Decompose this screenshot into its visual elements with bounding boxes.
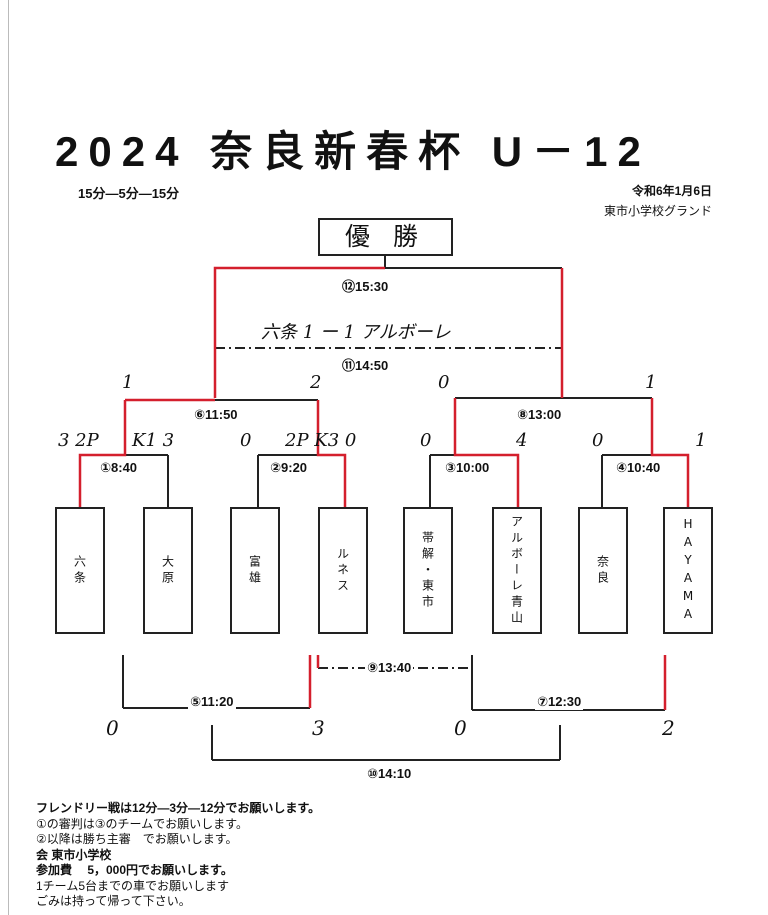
match-3-label: ③10:00 <box>443 460 492 476</box>
score-m10-mid: 3 <box>312 716 325 740</box>
match-1-label: ①8:40 <box>98 460 140 476</box>
match-10-label: ⑩14:10 <box>365 766 414 782</box>
score-m4-left: 0 <box>592 430 604 451</box>
team-name: HAYAMA <box>681 516 695 625</box>
match-5-label: ⑤11:20 <box>188 694 236 710</box>
final-score-handwritten: 六条 1 ー 1 アルボーレ <box>258 318 454 344</box>
score-m8-right: 1 <box>645 372 657 393</box>
score-m1-right: K1 3 <box>132 430 175 451</box>
team-name: 奈良 <box>595 554 610 587</box>
team-name: 大原 <box>160 554 175 587</box>
page-margin-line <box>8 0 9 915</box>
champion-box: 優 勝 <box>318 218 453 256</box>
score-m2-right: 2P K3 0 <box>285 430 357 451</box>
note-line: ごみは持って帰って下さい。 <box>36 894 191 908</box>
team-box-3: 富雄 <box>230 507 280 634</box>
match-9-label: ⑨13:40 <box>365 660 414 676</box>
event-date: 令和6年1月6日 <box>631 184 712 198</box>
team-box-7: 奈良 <box>578 507 628 634</box>
score-m10-right: 2 <box>662 716 675 740</box>
note-line: 会 東市小学校 <box>36 847 112 862</box>
score-m3-left: 0 <box>420 430 432 451</box>
score-m10-left: 0 <box>106 716 119 740</box>
match-format: 15分―5分―15分 <box>78 186 180 201</box>
notes-section: フレンドリー戦は12分―3分―12分でお願いします。 ①の審判は③のチームでお願… <box>36 801 320 910</box>
team-box-2: 大原 <box>143 507 193 634</box>
team-box-5: 帯解・東市 <box>403 507 453 634</box>
match-7-label: ⑦12:30 <box>535 694 584 710</box>
team-name: ルネス <box>335 546 350 595</box>
match-11-label: ⑪14:50 <box>340 355 391 374</box>
score-m8-left: 0 <box>438 372 450 393</box>
match-2-label: ②9:20 <box>268 460 310 476</box>
match-8-label: ⑧13:00 <box>515 407 564 423</box>
note-line: ②以降は勝ち主審 でお願いします。 <box>36 832 238 846</box>
team-name: 富雄 <box>247 554 262 587</box>
match-12-label: ⑫15:30 <box>340 276 391 295</box>
match-4-label: ④10:40 <box>614 460 663 476</box>
team-box-1: 六条 <box>55 507 105 634</box>
score-m10-mid2: 0 <box>454 716 467 740</box>
score-m1-left: 3 2P <box>58 430 99 451</box>
note-line: 1チーム5台までの車でお願いします <box>36 878 229 893</box>
team-name: アルボーレ青山 <box>509 514 524 627</box>
team-box-4: ルネス <box>318 507 368 634</box>
note-line: 参加費 5，000円でお願いします。 <box>36 863 233 877</box>
team-box-6: アルボーレ青山 <box>492 507 542 634</box>
score-m6-left: 1 <box>122 372 134 393</box>
page-title: 2024 奈良新春杯 U－12 <box>55 128 651 175</box>
note-line: ①の審判は③のチームでお願いします。 <box>36 816 248 831</box>
score-m3-right: 4 <box>516 430 528 451</box>
team-name: 帯解・東市 <box>420 530 435 611</box>
note-line: フレンドリー戦は12分―3分―12分でお願いします。 <box>36 801 321 815</box>
score-m6-right: 2 <box>310 372 322 393</box>
score-m2-left: 0 <box>240 430 252 451</box>
match-6-label: ⑥11:50 <box>192 407 240 423</box>
score-m4-right: 1 <box>695 430 707 451</box>
team-box-8: HAYAMA <box>663 507 713 634</box>
team-name: 六条 <box>72 554 87 587</box>
event-venue: 東市小学校グランド <box>603 204 712 218</box>
